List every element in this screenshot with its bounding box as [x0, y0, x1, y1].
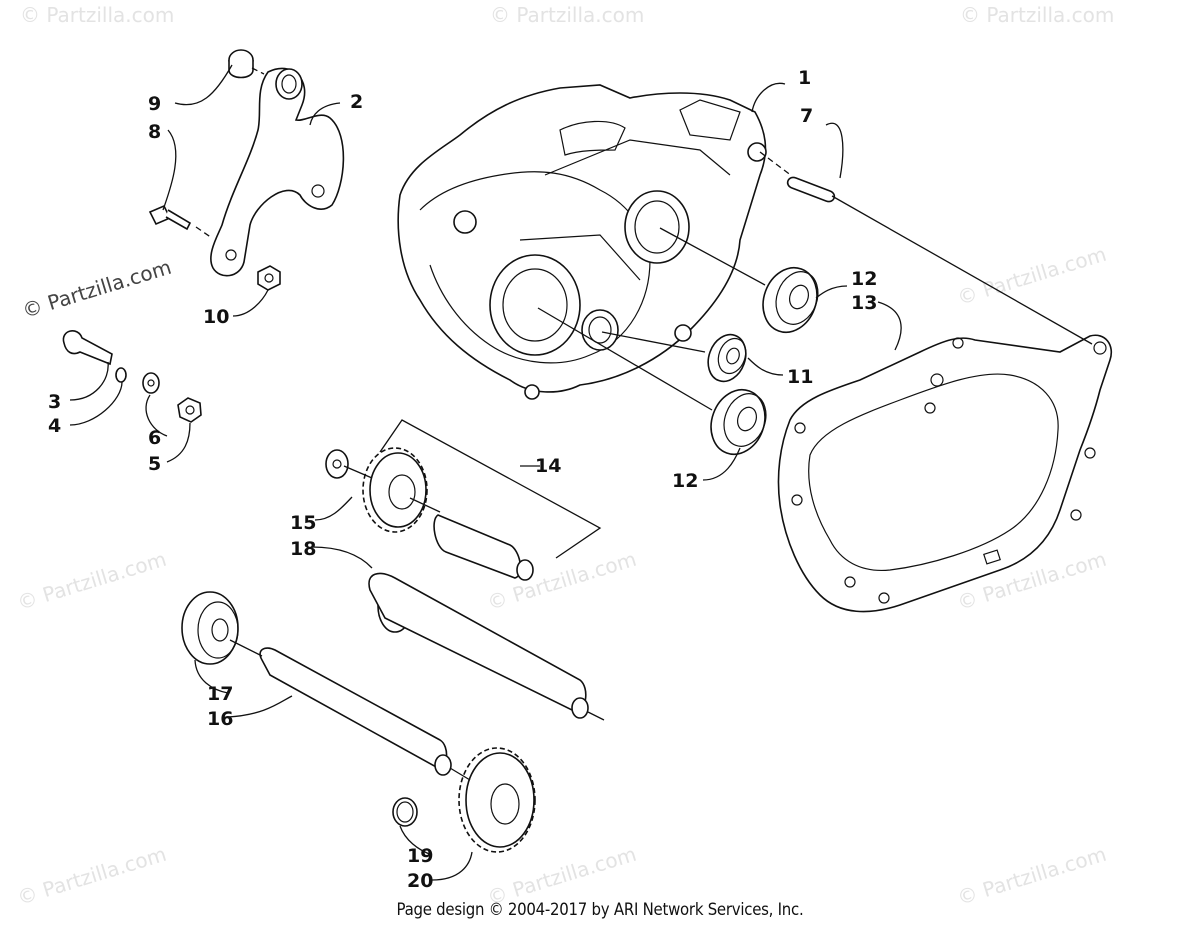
callout-2: 2 [350, 91, 363, 113]
watermark: © Partzilla.com [954, 242, 1109, 310]
callout-19: 19 [407, 845, 433, 867]
callout-13: 13 [851, 292, 877, 314]
watermark: © Partzilla.com [20, 3, 174, 27]
dowel-pin [786, 176, 836, 203]
bracket-part [148, 49, 345, 291]
copyright-footer: Page design © 2004-2017 by ARI Network S… [396, 900, 804, 920]
bearings [707, 266, 819, 456]
callout-12: 12 [851, 268, 877, 290]
watermark: © Partzilla.com [14, 547, 169, 615]
callout-3: 3 [48, 391, 61, 413]
callout-16: 16 [207, 708, 233, 730]
callout-1: 1 [798, 67, 811, 89]
callout-12-lower: 12 [672, 470, 698, 492]
watermark: © Partzilla.com [960, 3, 1114, 27]
small-hardware [62, 330, 202, 423]
callout-17: 17 [207, 683, 233, 705]
callout-4: 4 [48, 415, 61, 437]
gasket [777, 334, 1112, 613]
watermark: © Partzilla.com [490, 3, 644, 27]
callout-5: 5 [148, 453, 161, 475]
callout-14: 14 [535, 455, 561, 477]
callout-9: 9 [148, 93, 161, 115]
callout-11: 11 [787, 366, 813, 388]
callout-6: 6 [148, 427, 161, 449]
callout-7: 7 [800, 105, 813, 127]
callout-15: 15 [290, 512, 316, 534]
callout-10: 10 [203, 306, 229, 328]
case-half [397, 84, 767, 400]
callout-18: 18 [290, 538, 316, 560]
callout-8: 8 [148, 121, 161, 143]
shaft-18 [368, 572, 589, 719]
watermark-dark: © Partzilla.com [19, 255, 174, 323]
gear-assembly [325, 447, 534, 581]
callout-labels: 1 2 3 4 5 6 7 8 9 10 11 12 12 13 14 15 1… [48, 67, 877, 892]
callout-20: 20 [407, 870, 433, 892]
shaft-16 [181, 591, 536, 853]
leader-lines [69, 64, 1093, 881]
